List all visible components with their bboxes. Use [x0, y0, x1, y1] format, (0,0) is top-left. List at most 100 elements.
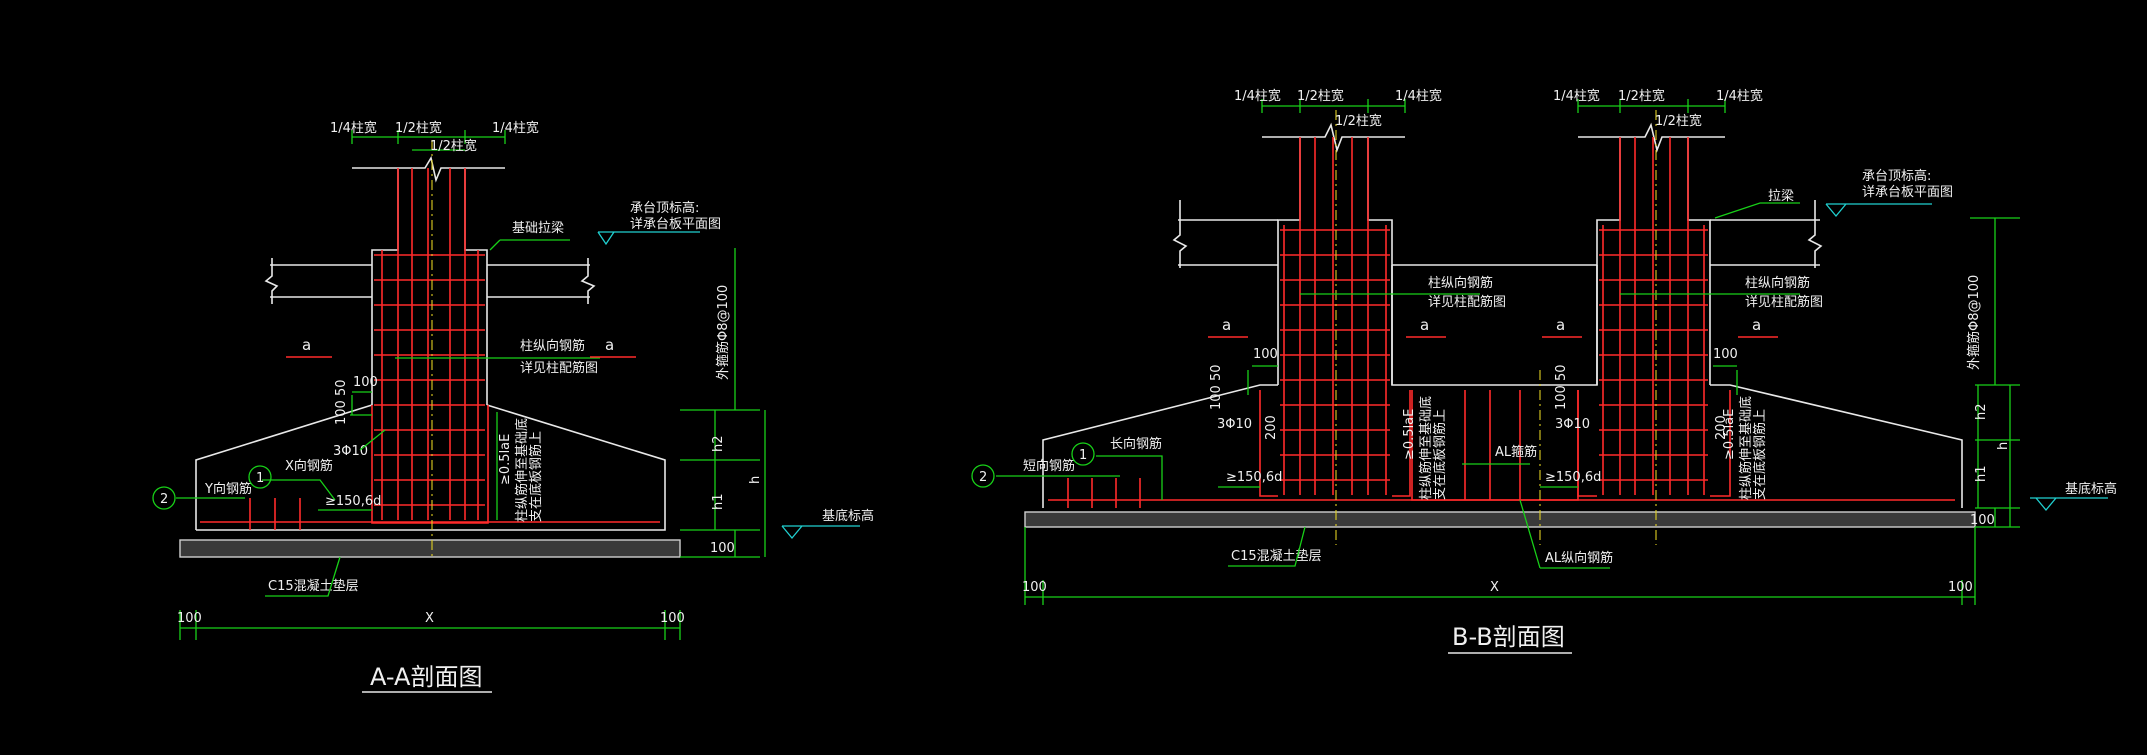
aa-dim-right: 100 — [660, 611, 685, 626]
bb-elev-100: 100 — [1970, 513, 1995, 528]
bb-stirrup-label: 外箍筋Φ8@100 — [1966, 275, 1982, 370]
bb-dim-left: 100 — [1022, 580, 1047, 595]
bb-a2: a — [1420, 316, 1429, 334]
bb-col-bar-label-1: 柱纵向钢筋 — [1428, 275, 1493, 291]
bb-col1-quarter-right: 1/4柱宽 — [1395, 88, 1442, 104]
aa-pad-label: C15混凝土垫层 — [268, 578, 359, 594]
aa-col-quarter-right: 1/4柱宽 — [492, 120, 539, 136]
aa-y-bar: Y向钢筋 — [204, 481, 252, 497]
aa-rebar-cage — [371, 168, 489, 524]
bb-d200-right: 200 — [1714, 415, 1729, 440]
aa-top-dimensions: 1/4柱宽 1/2柱宽 1/4柱宽 1/2柱宽 — [330, 120, 539, 154]
aa-x-bar: X向钢筋 — [285, 458, 333, 474]
aa-anchor-05: ≥0.5laE — [498, 434, 513, 485]
aa-small-dims — [350, 391, 372, 416]
bb-beam-break-left — [1172, 200, 1188, 268]
bb-title: B-B剖面图 — [1452, 623, 1565, 651]
section-bb: 1/4柱宽 1/2柱宽 1/4柱宽 1/2柱宽 1/4柱宽 1/2柱宽 1/4柱… — [971, 88, 2117, 654]
bb-dim-right: 100 — [1948, 580, 1973, 595]
aa-bar-3phi10: 3Φ10 — [333, 444, 368, 459]
aa-d100-50: 100 50 — [334, 380, 349, 426]
bb-col1-quarter-left: 1/4柱宽 — [1234, 88, 1281, 104]
bb-pad-leader — [1228, 526, 1306, 567]
aa-bottom-dimensions: 100 X 100 — [177, 610, 685, 640]
aa-a-left: a — [302, 336, 311, 354]
aa-stirrup-label: 外箍筋Φ8@100 — [715, 285, 731, 380]
bb-col-bar-label-1b: 详见柱配筋图 — [1428, 294, 1506, 310]
bb-a1: a — [1222, 316, 1231, 334]
aa-x-bar-leader — [262, 479, 336, 501]
bb-top-dimensions-1: 1/4柱宽 1/2柱宽 1/4柱宽 1/2柱宽 — [1234, 88, 1442, 129]
aa-beam-label: 基础拉梁 — [512, 221, 564, 236]
aa-marker-2-circle — [152, 486, 176, 510]
bb-long-bar-leader — [1096, 455, 1163, 500]
bb-top-elev-symbol — [1825, 203, 1932, 218]
bb-al-long-bar-leader — [1519, 499, 1610, 569]
bb-col1-half-inner: 1/2柱宽 — [1335, 113, 1382, 129]
bb-marker-2: 2 — [979, 470, 987, 485]
bb-col2-quarter-left: 1/4柱宽 — [1553, 88, 1600, 104]
aa-bottom-elev: 基底标高 — [822, 508, 874, 524]
aa-bottom-elev-symbol — [781, 525, 860, 540]
bb-beam-leader — [1714, 202, 1800, 219]
aa-anchor-note2: 支在底板钢筋上 — [528, 431, 544, 522]
bb-d100-50-right: 100 50 — [1554, 365, 1569, 411]
bb-h1: h1 — [1974, 465, 1989, 482]
aa-marker-1: 1 — [256, 471, 264, 486]
bb-anchor-note2-right: 支在底板钢筋上 — [1752, 409, 1768, 500]
bb-bottom-elev: 基底标高 — [2065, 481, 2117, 497]
bb-column-2-break — [1578, 122, 1725, 153]
bb-col-bar-label-2: 柱纵向钢筋 — [1745, 275, 1810, 291]
bb-short-bar: 短向钢筋 — [1023, 458, 1075, 474]
bb-small-dims — [1247, 365, 1738, 395]
aa-beam-leader — [489, 239, 570, 251]
aa-bottom-bar-2 — [249, 498, 301, 530]
bb-beam-break-right — [1807, 200, 1823, 268]
bb-top-elev-label2: 详承台板平面图 — [1862, 185, 1953, 200]
bb-d200-left: 200 — [1264, 415, 1279, 440]
aa-column-outline — [371, 168, 488, 405]
aa-concrete-pad — [179, 539, 681, 558]
bb-right-dimensions: h2 h h1 100 — [1970, 217, 2020, 528]
aa-top-elev-label2: 详承台板平面图 — [630, 217, 721, 232]
bb-col2-half: 1/2柱宽 — [1618, 88, 1665, 104]
bb-marker-1-circle — [1071, 442, 1095, 466]
bb-top-elev-label: 承台顶标高: — [1862, 168, 1931, 184]
section-aa: 1/4柱宽 1/2柱宽 1/4柱宽 1/2柱宽 基础拉梁 承台顶标高: 详承台板… — [152, 120, 874, 693]
aa-beam — [270, 264, 590, 298]
bb-a4: a — [1752, 316, 1761, 334]
bb-anchor05-left: ≥0.5laE — [1402, 409, 1417, 460]
aa-col-bar-label2: 详见柱配筋图 — [520, 360, 598, 376]
bb-a3: a — [1556, 316, 1565, 334]
aa-anchor-15: ≥150,6d — [325, 494, 381, 509]
aa-column-break — [352, 155, 505, 183]
aa-col-half: 1/2柱宽 — [395, 120, 442, 136]
bb-beam — [1178, 219, 1820, 266]
bb-footing-outline — [1042, 384, 1963, 508]
aa-footing-outline — [195, 404, 666, 531]
aa-beam-break-right — [580, 258, 596, 304]
aa-col-half-inner: 1/2柱宽 — [430, 138, 477, 154]
bb-d100-50-left: 100 50 — [1209, 365, 1224, 411]
bb-anchor05-right: ≥0.5laE — [1722, 409, 1737, 460]
aa-col-bar-label: 柱纵向钢筋 — [520, 338, 585, 354]
bb-dim-x: X — [1490, 580, 1499, 595]
aa-anchor-note: 柱纵筋伸至基础底 — [514, 418, 530, 522]
aa-h: h — [748, 476, 763, 484]
bb-anchor-note-right: 柱纵筋伸至基础底 — [1738, 396, 1754, 500]
aa-marker-2: 2 — [160, 492, 168, 507]
bb-anchor15-right: ≥150,6d — [1545, 470, 1601, 485]
bb-h: h — [1996, 442, 2011, 450]
bb-rebar-cage-1 — [1259, 137, 1411, 497]
aa-dim-x: X — [425, 611, 434, 626]
aa-marker-1-circle — [248, 465, 272, 489]
bb-column-1-outline — [1277, 137, 1393, 385]
aa-h2: h2 — [711, 435, 726, 452]
aa-col-quarter-left: 1/4柱宽 — [330, 120, 377, 136]
bb-short-bars — [1067, 478, 1141, 508]
bb-rebar-cage-2 — [1577, 137, 1731, 497]
bb-anchor-note-left: 柱纵筋伸至基础底 — [1418, 396, 1434, 500]
bb-long-bar: 长向钢筋 — [1110, 436, 1162, 452]
bb-marker-1: 1 — [1079, 448, 1087, 463]
